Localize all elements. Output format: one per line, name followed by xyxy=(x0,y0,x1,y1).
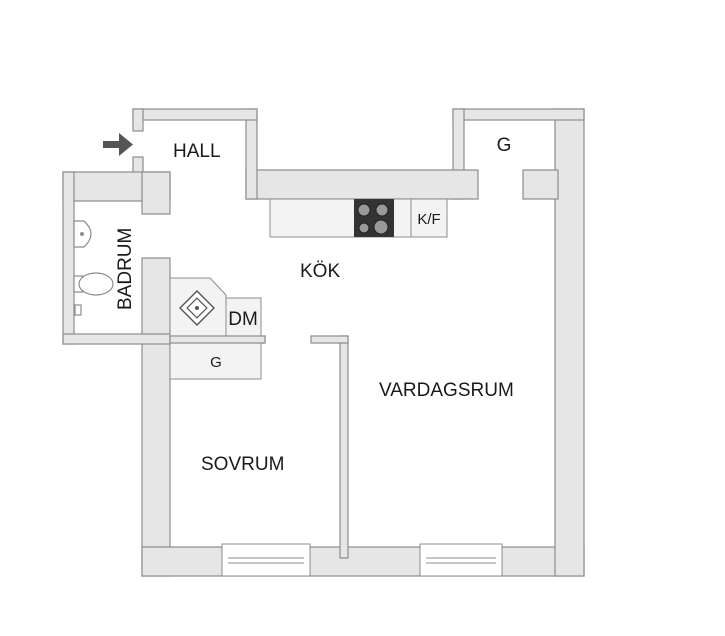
walls xyxy=(62,108,585,577)
toilet-icon xyxy=(73,272,114,296)
room-label-hall: HALL xyxy=(173,141,221,162)
wall-closet-bottom xyxy=(522,169,559,200)
wall-right xyxy=(554,108,585,577)
kitchen-sink-counter xyxy=(169,277,227,337)
wall-kitchen-top xyxy=(245,169,479,200)
fridge-freezer xyxy=(410,198,448,238)
room-label-badrum: BADRUM xyxy=(115,228,136,310)
sink-icon xyxy=(73,220,92,248)
window-living xyxy=(419,543,503,577)
wall-hall-top xyxy=(132,108,258,121)
wall-top-right xyxy=(452,108,585,121)
wall-hall-left-upper xyxy=(132,108,144,132)
shower-tap-icon xyxy=(74,304,82,316)
room-label-kok: KÖK xyxy=(300,261,340,282)
wall-bedroom-left xyxy=(141,257,171,577)
dishwasher xyxy=(225,297,262,337)
kitchen-sink-icon xyxy=(179,290,215,326)
wall-door-stub xyxy=(310,335,349,344)
wall-bedroom-partition xyxy=(339,335,349,559)
wall-bath-bottom xyxy=(62,333,171,345)
wall-hall-right xyxy=(245,108,258,200)
wall-bath-right-upper xyxy=(141,171,171,215)
stove-icon xyxy=(354,199,394,237)
entrance-arrow-icon xyxy=(103,133,133,156)
wardrobe-bedroom xyxy=(169,342,262,380)
window-bedroom xyxy=(221,543,311,577)
room-label-vardagsrum: VARDAGSRUM xyxy=(379,380,514,401)
fridge-freezer-label: K/F xyxy=(417,211,440,228)
wall-bottom xyxy=(141,546,585,577)
room-label-sovrum: SOVRUM xyxy=(201,454,284,475)
wardrobe-bedroom-label: G xyxy=(210,354,222,371)
wardrobe-living-label: G xyxy=(497,135,512,156)
wall-bath-left xyxy=(62,171,75,345)
dishwasher-label: DM xyxy=(228,309,258,330)
wardrobe-ledge xyxy=(169,335,266,344)
